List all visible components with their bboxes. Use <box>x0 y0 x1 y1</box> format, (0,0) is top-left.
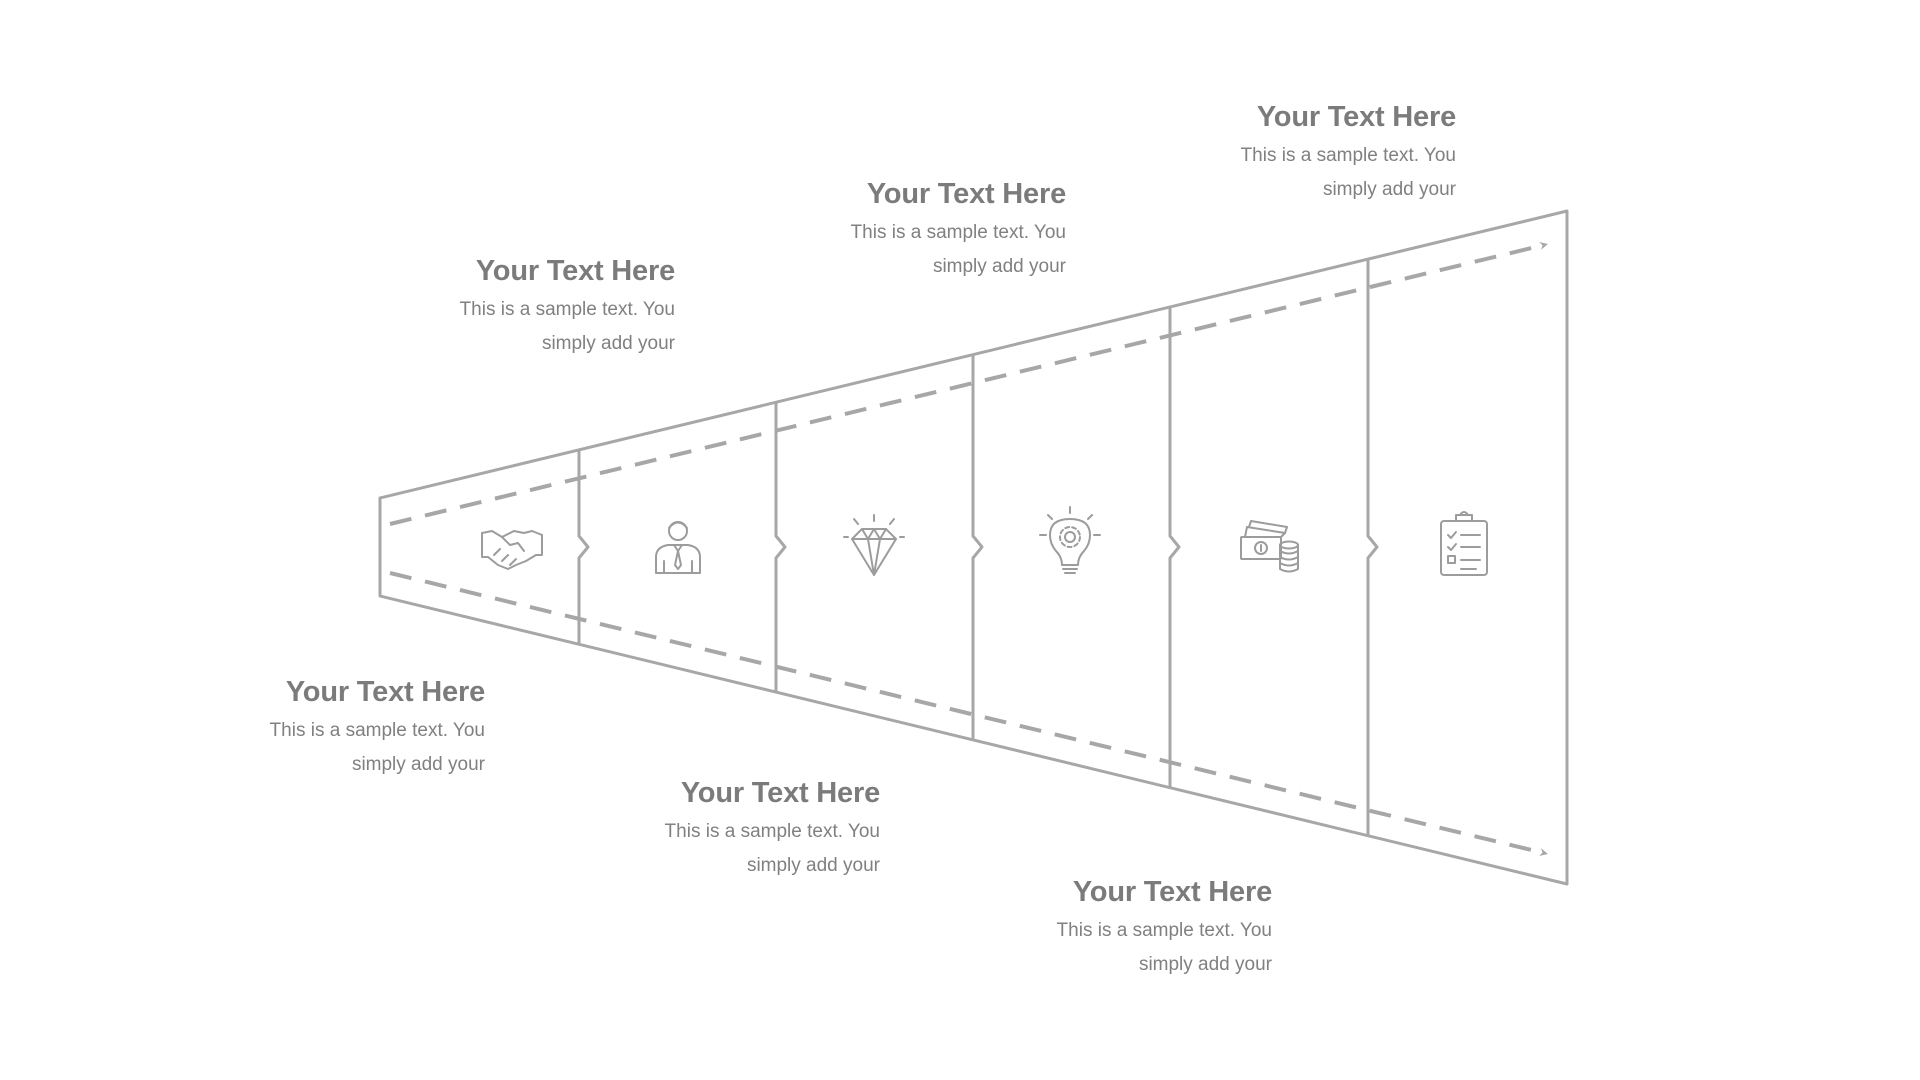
label-step-2: Your Text Here This is a sample text. Yo… <box>275 254 676 361</box>
label-desc: This is a sample text. You simply add yo… <box>459 299 675 354</box>
label-step-1: Your Text Here This is a sample text. Yo… <box>85 675 486 782</box>
money-coins-icon <box>1240 520 1299 573</box>
label-desc: This is a sample text. You simply add yo… <box>664 821 880 876</box>
funnel-outline <box>378 209 1569 886</box>
lightbulb-gear-icon <box>1039 506 1101 574</box>
label-title: Your Text Here <box>680 777 880 809</box>
label-title: Your Text Here <box>285 676 485 708</box>
label-title: Your Text Here <box>1256 101 1456 133</box>
label-desc: This is a sample text. You simply add yo… <box>1056 920 1272 975</box>
dashed-arrow-bottom <box>389 571 1548 856</box>
divider-3 <box>971 355 984 740</box>
handshake-icon <box>481 530 543 570</box>
label-desc: This is a sample text. You simply add yo… <box>1240 145 1456 200</box>
label-desc: This is a sample text. You simply add yo… <box>269 720 485 775</box>
divider-4 <box>1168 307 1181 788</box>
divider-2 <box>774 402 787 692</box>
divider-1 <box>577 450 590 644</box>
label-title: Your Text Here <box>866 178 1066 210</box>
label-step-5: Your Text Here This is a sample text. Yo… <box>872 875 1273 982</box>
label-title: Your Text Here <box>1072 876 1272 908</box>
clipboard-checklist-icon <box>1440 511 1488 576</box>
businessman-icon <box>655 521 701 574</box>
dashed-arrow-top <box>389 242 1548 526</box>
label-step-3: Your Text Here This is a sample text. Yo… <box>480 776 881 883</box>
diamond-icon <box>843 514 905 576</box>
divider-5 <box>1366 259 1379 836</box>
label-desc: This is a sample text. You simply add yo… <box>850 222 1066 277</box>
label-step-4: Your Text Here This is a sample text. Yo… <box>666 177 1067 284</box>
label-title: Your Text Here <box>475 255 675 287</box>
dashed-arrows <box>389 242 1548 856</box>
label-step-6: Your Text Here This is a sample text. Yo… <box>1056 100 1457 207</box>
